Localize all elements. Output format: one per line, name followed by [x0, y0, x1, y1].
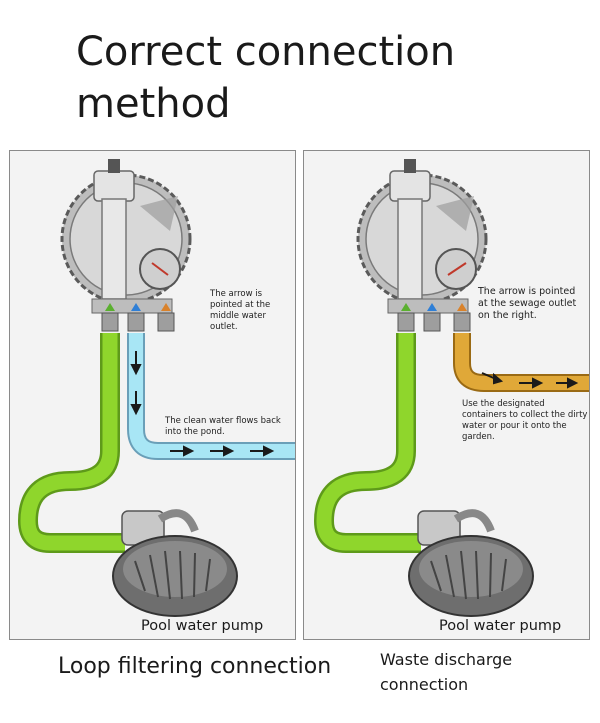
- waste-discharge-panel: The arrow is pointed at the sewage outle…: [303, 150, 590, 640]
- left-flow-note: The clean water flows back into the pond…: [165, 416, 281, 437]
- pool-water-pump: [112, 509, 238, 617]
- filter-canister: [60, 159, 192, 314]
- left-arrow-note: The arrow is pointed at the middle water…: [210, 289, 271, 332]
- right-flow-note: Use the designated containers to collect…: [462, 399, 588, 442]
- clean-water-hose: [127, 333, 295, 460]
- page-title: Correct connection method: [76, 29, 456, 127]
- left-pump-label: Pool water pump: [141, 618, 264, 634]
- waste-discharge-illustration: [313, 159, 589, 617]
- pool-water-pump: [408, 509, 534, 617]
- waste-water-hose: [453, 333, 589, 392]
- pump-hose: [17, 333, 125, 553]
- pump-hose: [313, 333, 421, 553]
- loop-filtering-panel: The arrow is pointed at the middle water…: [9, 150, 296, 640]
- right-pump-label: Pool water pump: [439, 618, 562, 634]
- outlet-arrows: [397, 303, 471, 332]
- filter-canister: [356, 159, 488, 314]
- right-arrow-note: The arrow is pointed at the sewage outle…: [478, 286, 577, 321]
- loop-filtering-caption: Loop filtering connection: [58, 654, 332, 679]
- outlet-arrows: [101, 303, 175, 332]
- waste-discharge-caption: Waste discharge connection: [380, 650, 513, 694]
- loop-filtering-illustration: [17, 159, 295, 617]
